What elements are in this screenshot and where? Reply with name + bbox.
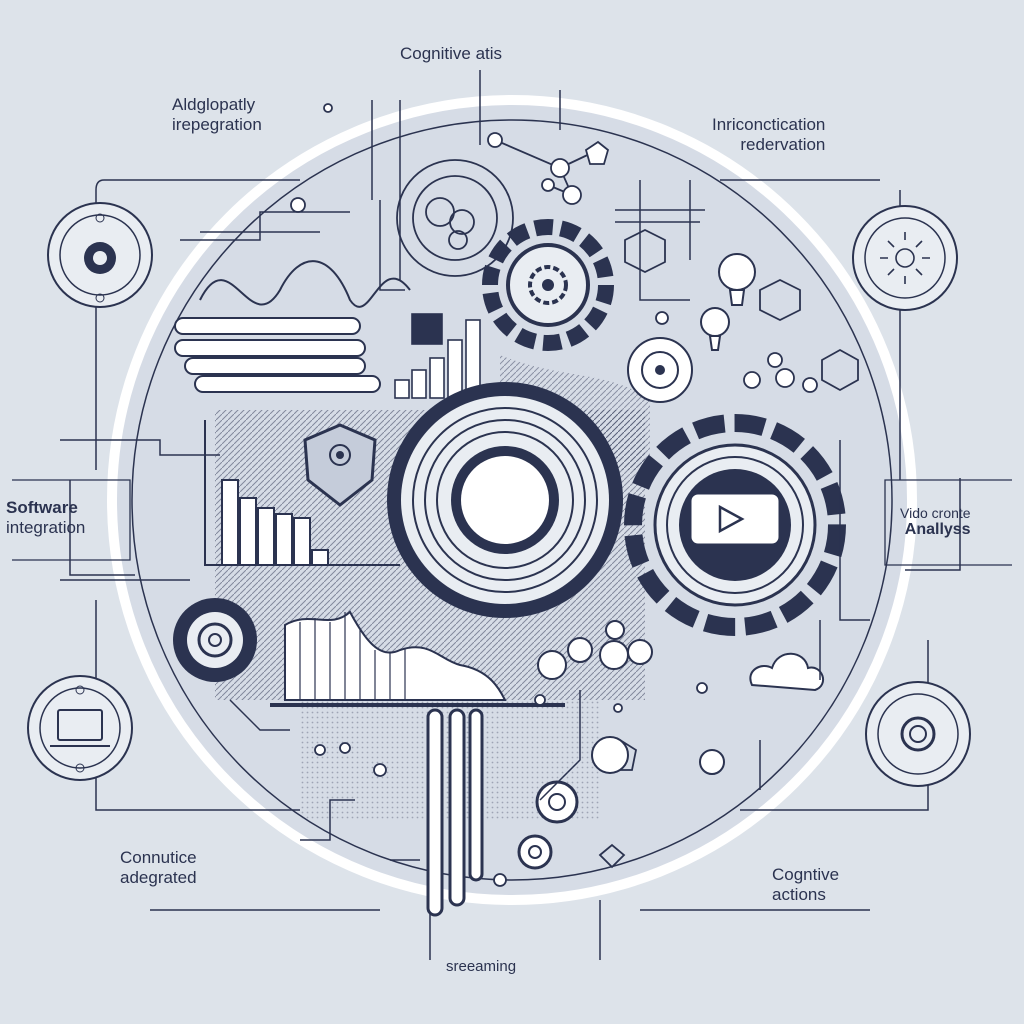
laptop-badge [27, 675, 133, 781]
right-small-dial [627, 337, 693, 403]
label-sreeaming: sreeaming [446, 958, 517, 975]
eye-badge [47, 202, 153, 308]
waveform [199, 260, 411, 308]
gear-icon [482, 219, 614, 351]
location-pin-icon [303, 423, 377, 507]
eye-icon [84, 242, 116, 274]
label-connutice: Connutice adegrated [120, 848, 197, 887]
target-badge [865, 681, 971, 787]
lightbulb-badge [852, 205, 958, 311]
label-cognitive-atis: Cognitive atis [400, 44, 503, 63]
network-nodes [290, 103, 818, 887]
lightbulb-icon [880, 232, 930, 284]
pillars [426, 708, 484, 917]
label-vido-cronte: Vido cronte Anallyss [900, 505, 971, 539]
horizontal-bars [174, 317, 381, 393]
area-chart [270, 610, 565, 707]
label-inriconctication: Inriconctication redervation [712, 115, 826, 154]
label-cogntive-actions: Cogntive actions [772, 865, 840, 904]
network-widget [396, 159, 514, 277]
laptop-icon [50, 709, 110, 747]
lower-dials [517, 736, 725, 870]
bubble-chain [537, 620, 653, 680]
label-aldglopatly: Aldglopatly irepegration [172, 95, 262, 134]
video-gear [624, 414, 846, 636]
cloud-icon [749, 652, 825, 692]
small-dial [173, 598, 257, 682]
circuit-lines [60, 100, 870, 861]
play-icon [718, 504, 745, 534]
target-icon [900, 716, 936, 752]
bar-chart [204, 420, 400, 566]
inner-ring [131, 119, 893, 881]
label-software-integration: Software integration [6, 498, 86, 537]
lightbulb-icon [700, 253, 756, 351]
central-dial [387, 382, 623, 618]
side-label-frames [12, 479, 1012, 566]
